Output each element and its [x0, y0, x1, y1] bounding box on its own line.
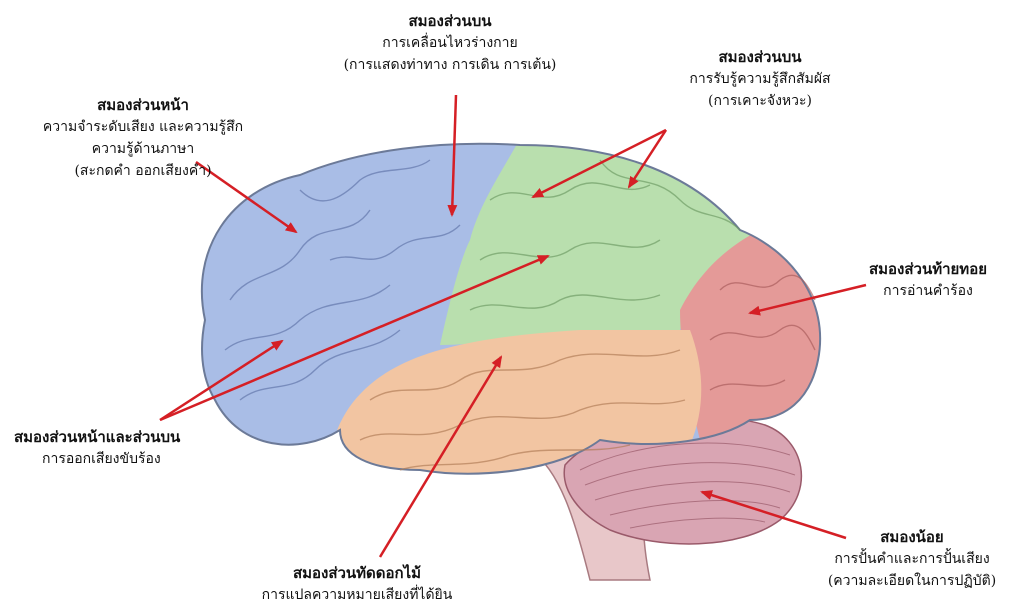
label-frontal-parietal: สมองส่วนหน้าและส่วนบน การออกเสียงขับร้อง: [14, 426, 254, 470]
arrow-cerebellum: [700, 490, 847, 540]
arrow-sensory-2: [627, 129, 668, 189]
label-parietal-sensory-line2: (การเคาะจังหวะ): [708, 93, 812, 109]
arrow-motor: [447, 94, 458, 217]
label-frontal-line1: ความจำระดับเสียง และความรู้สึก: [42, 119, 244, 135]
label-parietal-motor-line2: (การแสดงท่าทาง การเดิน การเต้น): [343, 57, 557, 73]
arrow-frontal-parietal-2: [159, 254, 550, 422]
label-parietal-motor: สมองส่วนบน การเคลื่อนไหวร่างกาย (การแสดง…: [320, 10, 580, 76]
label-parietal-motor-title: สมองส่วนบน: [408, 12, 492, 30]
pointer-arrows: [159, 94, 867, 558]
label-cerebellum: สมองน้อย การปั้นคำและการปั้นเสียง (ความล…: [806, 526, 1018, 592]
label-frontal-parietal-title: สมองส่วนหน้าและส่วนบน: [14, 428, 181, 446]
label-frontal-parietal-line1: การออกเสียงขับร้อง: [42, 451, 161, 467]
label-frontal-title: สมองส่วนหน้า: [97, 96, 189, 114]
label-temporal-title: สมองส่วนทัดดอกไม้: [292, 564, 422, 582]
arrow-frontal: [195, 160, 298, 234]
label-occipital: สมองส่วนท้ายทอย การอ่านคำร้อง: [838, 258, 1018, 302]
gyri-lines: [224, 159, 816, 471]
label-parietal-sensory-line1: การรับรู้ความรู้สึกสัมผัส: [689, 71, 831, 87]
arrow-temporal: [378, 355, 503, 558]
label-frontal-line3: (สะกดคำ ออกเสียงคำ): [74, 163, 212, 179]
label-cerebellum-title: สมองน้อย: [880, 528, 944, 546]
arrow-frontal-parietal-1: [159, 339, 284, 422]
label-temporal: สมองส่วนทัดดอกไม้ การแปลความหมายเสียงที่…: [222, 562, 492, 606]
label-occipital-line1: การอ่านคำร้อง: [883, 283, 973, 299]
arrow-occipital: [748, 283, 867, 316]
brain-outline: [200, 142, 822, 475]
cerebellum-folds: [579, 442, 796, 529]
label-frontal-line2: ความรู้ด้านภาษา: [91, 141, 195, 157]
label-parietal-sensory: สมองส่วนบน การรับรู้ความรู้สึกสัมผัส (กา…: [650, 46, 870, 112]
label-cerebellum-line1: การปั้นคำและการปั้นเสียง: [834, 551, 990, 567]
label-frontal: สมองส่วนหน้า ความจำระดับเสียง และความรู้…: [8, 94, 278, 182]
label-parietal-motor-line1: การเคลื่อนไหวร่างกาย: [382, 35, 518, 51]
label-cerebellum-line2: (ความละเอียดในการปฏิบัติ): [827, 573, 997, 589]
label-occipital-title: สมองส่วนท้ายทอย: [869, 260, 987, 278]
label-temporal-line1: การแปลความหมายเสียงที่ได้ยิน: [261, 587, 453, 603]
arrow-sensory-1: [531, 128, 667, 199]
label-parietal-sensory-title: สมองส่วนบน: [718, 48, 802, 66]
